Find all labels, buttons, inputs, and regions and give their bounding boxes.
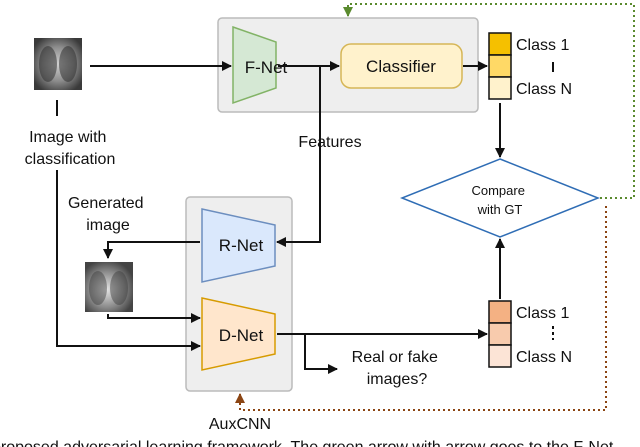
- compare-label: Compare with GT: [471, 183, 528, 217]
- generated-xray-image: [85, 262, 133, 312]
- flow-arrows: [56, 61, 505, 374]
- figure-caption-fragment: proposed adversarial learning framework.…: [0, 439, 614, 447]
- feedback-arrow-to-auxcnn: [235, 206, 607, 411]
- arrow-dnet-to-realfake: [304, 334, 338, 374]
- arrow-rnet-to-generated: [103, 241, 200, 259]
- bottom-class-stack: [488, 300, 512, 368]
- dnet-label: D-Net: [219, 326, 264, 345]
- input-image-caption: Image with classification: [25, 129, 116, 168]
- rnet-block: [201, 208, 276, 283]
- input-xray-image: [34, 38, 82, 90]
- arrow-input-to-dnet: [56, 170, 201, 351]
- classifier-block: [340, 43, 463, 89]
- auxcnn-label: AuxCNN: [209, 416, 271, 433]
- fnet-block: [232, 25, 277, 105]
- dnet-block: [201, 297, 276, 371]
- bottom-class-last: Class N: [516, 349, 572, 366]
- compare-with-gt-diamond: [399, 158, 601, 238]
- generated-image-caption: Generated image: [68, 195, 148, 234]
- classifier-label: Classifier: [366, 57, 436, 76]
- top-class-first: Class 1: [516, 37, 569, 54]
- arrow-features-to-rnet: [276, 65, 321, 247]
- top-class-last: Class N: [516, 81, 572, 98]
- arrow-generated-to-dnet: [107, 313, 201, 323]
- features-label: Features: [298, 134, 361, 151]
- real-or-fake-label: Real or fake images?: [352, 349, 443, 388]
- top-class-stack: [488, 32, 512, 100]
- rnet-label: R-Net: [219, 236, 264, 255]
- bottom-class-first: Class 1: [516, 305, 569, 322]
- fnet-label: F-Net: [245, 58, 288, 77]
